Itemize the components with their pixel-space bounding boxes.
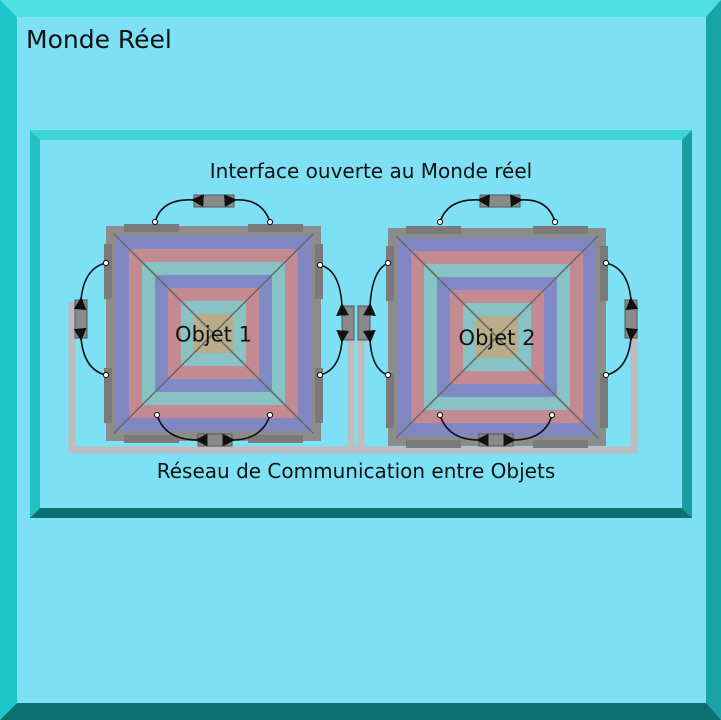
arrow-endpoint bbox=[102, 259, 110, 267]
arrow-endpoint bbox=[316, 261, 324, 269]
port-connector bbox=[74, 299, 88, 339]
object-2 bbox=[386, 226, 608, 448]
exchange-arrow bbox=[509, 194, 556, 223]
exchange-arrow bbox=[319, 264, 349, 316]
object-notch bbox=[248, 435, 303, 443]
object-notch bbox=[315, 244, 323, 299]
port-connector bbox=[479, 194, 521, 208]
interface-label: Interface ouverte au Monde réel bbox=[210, 159, 532, 183]
object-notch bbox=[386, 373, 394, 428]
object-notch bbox=[533, 440, 588, 448]
object-label-1: Objet 1 bbox=[175, 323, 252, 347]
arrow-endpoint bbox=[316, 371, 324, 379]
arrow-endpoint bbox=[266, 411, 274, 419]
object-1 bbox=[104, 224, 323, 443]
exchange-arrow bbox=[156, 414, 208, 447]
arrow-endpoint bbox=[151, 218, 159, 226]
exchange-arrow bbox=[154, 194, 204, 223]
exchange-arrow bbox=[73, 327, 107, 376]
object-notch bbox=[248, 224, 303, 232]
arrow-endpoint bbox=[153, 411, 161, 419]
arrow-endpoint bbox=[602, 371, 610, 379]
object-notch bbox=[315, 368, 323, 423]
object-labels-layer: Objet 1 Objet 2 bbox=[175, 323, 535, 351]
port-connector bbox=[193, 194, 235, 208]
object-diagonal bbox=[395, 235, 599, 439]
network-label: Réseau de Communication entre Objets bbox=[157, 459, 556, 483]
object-notch bbox=[533, 226, 588, 234]
arrow-endpoint bbox=[551, 218, 559, 226]
object-notch bbox=[406, 440, 461, 448]
exchange-arrow bbox=[605, 262, 639, 311]
arrow-endpoint bbox=[266, 218, 274, 226]
exchange-arrow bbox=[223, 194, 271, 223]
arrow-endpoint bbox=[548, 411, 556, 419]
object-label-2: Objet 2 bbox=[459, 326, 536, 350]
object-notch bbox=[600, 246, 608, 301]
object-notch bbox=[406, 226, 461, 234]
objects-layer bbox=[104, 224, 608, 448]
exchange-arrow bbox=[319, 329, 350, 376]
port-connector bbox=[478, 433, 514, 447]
arrow-endpoint bbox=[384, 371, 392, 379]
object-notch bbox=[104, 368, 112, 423]
arrow-endpoint bbox=[384, 259, 392, 267]
port-connector bbox=[341, 305, 355, 341]
object-notch bbox=[600, 373, 608, 428]
port-connector bbox=[357, 305, 371, 341]
exchange-arrow bbox=[503, 414, 553, 447]
arrow-endpoint bbox=[602, 259, 610, 267]
exchange-arrow bbox=[439, 414, 489, 447]
exchange-arrow bbox=[73, 262, 107, 311]
object-notch bbox=[386, 246, 394, 301]
arrow-endpoint bbox=[102, 371, 110, 379]
arrow-endpoint bbox=[436, 411, 444, 419]
world-title: Monde Réel bbox=[26, 25, 172, 54]
port-connector bbox=[624, 299, 638, 339]
object-notch bbox=[124, 224, 179, 232]
arrows-layer bbox=[73, 194, 639, 447]
port-connector bbox=[197, 433, 233, 447]
exchange-arrow bbox=[439, 194, 490, 223]
exchange-arrow bbox=[605, 327, 639, 376]
object-notch bbox=[104, 244, 112, 299]
exchange-arrow bbox=[222, 414, 271, 447]
object-diagonal bbox=[113, 233, 314, 434]
object-notch bbox=[124, 435, 179, 443]
arrow-endpoint bbox=[436, 218, 444, 226]
